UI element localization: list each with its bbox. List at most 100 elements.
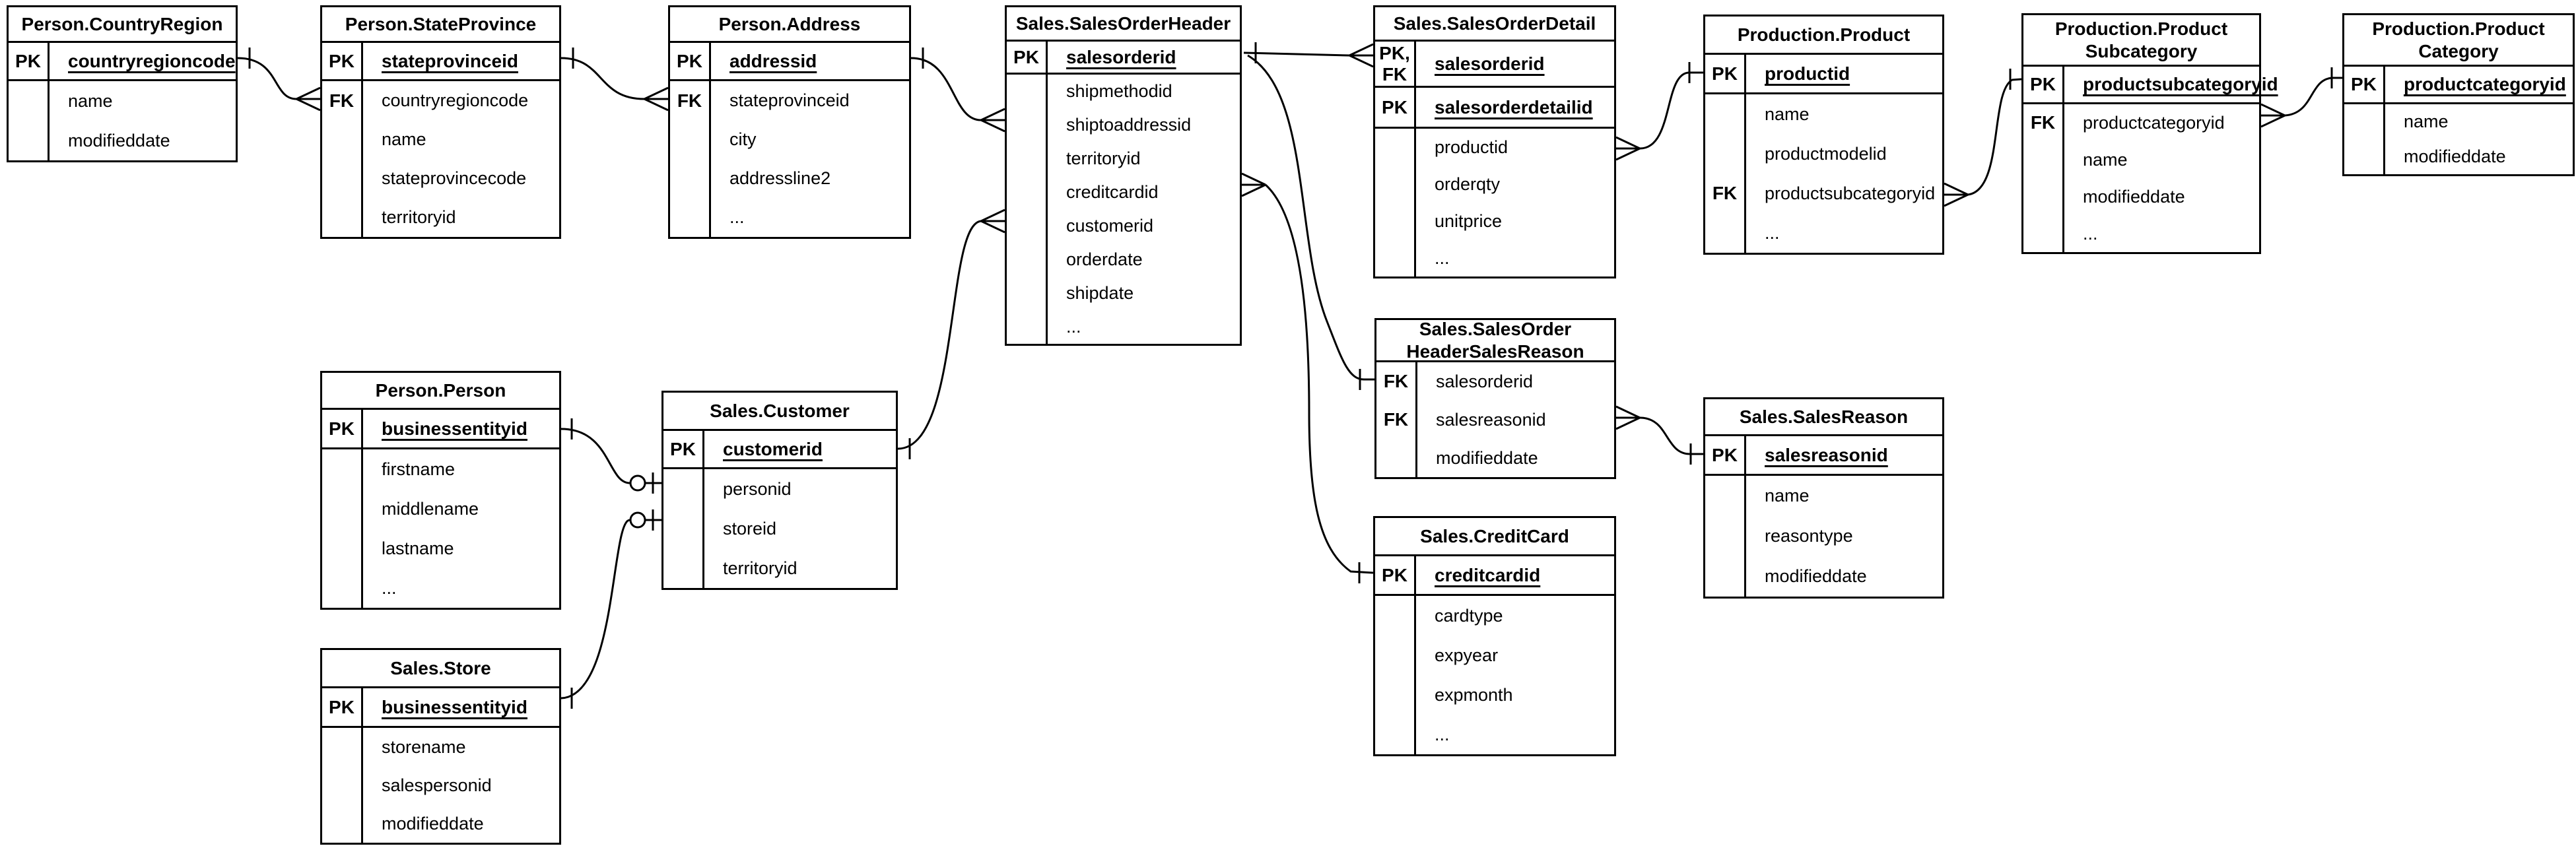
field-row: name [9, 81, 236, 121]
table-title-line: Sales.Customer [710, 400, 850, 421]
field-name: name [68, 90, 113, 111]
key-label [9, 81, 50, 121]
field-row: addressline2 [670, 159, 909, 198]
field-row: customerid [1007, 209, 1240, 243]
field-row: name [2023, 141, 2259, 178]
key-label-line: PK [15, 50, 41, 71]
pk-field-name: customerid [723, 438, 823, 459]
rel-salesorderheader-headersalesreason [1247, 54, 1374, 390]
key-label [322, 766, 363, 804]
key-label [322, 728, 363, 766]
field-row: territoryid [322, 198, 559, 237]
key-label-line: PK [2030, 74, 2056, 94]
table-title-line: Sales.SalesOrderHeader [1015, 13, 1231, 34]
field-row: stateprovincecode [322, 159, 559, 198]
pk-field-name: stateprovinceid [382, 50, 518, 71]
field-row: modifieddate [2023, 178, 2259, 215]
field-row: ... [1375, 240, 1614, 277]
field-row: name [1705, 94, 1942, 134]
field-name: stateprovinceid [729, 90, 850, 110]
field-name: shipdate [1066, 283, 1134, 303]
field-name: stateprovincecode [382, 168, 527, 188]
rel-countryregion-stateprovince [237, 48, 321, 112]
field-name: productid [1435, 137, 1508, 157]
key-label [670, 120, 711, 159]
field-name: productcategoryid [2083, 112, 2225, 133]
field-row: modifieddate [322, 804, 559, 843]
key-label [2344, 139, 2385, 174]
pk-field-name: productcategoryid [2404, 74, 2566, 94]
field-name: ... [729, 207, 745, 227]
key-label-line: PK [670, 438, 696, 459]
field-row: middlename [322, 489, 559, 529]
table-title: Sales.SalesReason [1705, 399, 1942, 436]
rel-productsubcategory-product [1944, 69, 2022, 207]
key-label: FK [1376, 362, 1417, 401]
table-title-line: Production.Product [2372, 18, 2545, 39]
table-title: Sales.Store [322, 650, 559, 688]
key-label: PK [1705, 436, 1746, 474]
field-row: modifieddate [1376, 439, 1614, 477]
field-name: salesorderid [1436, 371, 1534, 391]
key-label: PK [1007, 42, 1048, 73]
field-name: orderdate [1066, 249, 1143, 269]
field-name: shiptoaddressid [1066, 115, 1192, 135]
table-title-line: Production.Product [1737, 24, 1911, 45]
key-label: FK [2023, 104, 2064, 141]
key-label [1375, 240, 1416, 277]
key-label-line: PK [1712, 444, 1738, 465]
key-label [663, 548, 704, 588]
field-row: shipdate [1007, 277, 1240, 310]
field-row: name [2344, 104, 2573, 139]
field-name: countryregioncode [382, 90, 529, 110]
key-label-line: PK [1712, 63, 1738, 84]
field-row: expmonth [1375, 675, 1614, 715]
field-name: territoryid [723, 558, 797, 578]
field-row: territoryid [663, 548, 896, 588]
rel-stateprovince-address [560, 48, 669, 112]
table-title: Person.StateProvince [322, 7, 559, 43]
key-label-line: PK [1382, 564, 1407, 585]
field-row: storename [322, 728, 559, 766]
field-name: territoryid [1066, 148, 1141, 168]
key-label [1705, 516, 1746, 556]
table-title-line: Sales.SalesOrder [1419, 318, 1572, 339]
key-label: PK [670, 43, 711, 79]
field-name: city [729, 129, 757, 149]
pk-row: PK,FK salesorderid [1375, 42, 1614, 88]
key-label [1705, 94, 1746, 134]
key-label: PK,FK [1375, 42, 1416, 86]
key-label: FK [1705, 174, 1746, 213]
key-label-line: PK [1013, 46, 1039, 67]
field-name: productmodelid [1765, 143, 1887, 164]
key-label [1375, 675, 1416, 715]
pk-field-name: salesorderid [1435, 53, 1545, 74]
field-row: modifieddate [2344, 139, 2573, 174]
key-label [2023, 178, 2064, 215]
key-label [9, 121, 50, 160]
